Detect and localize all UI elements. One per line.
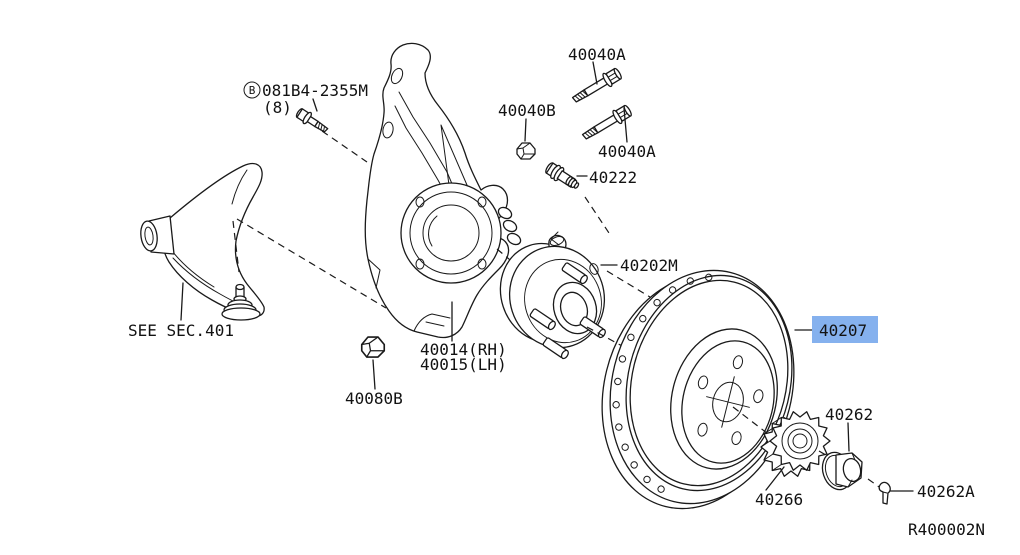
wheel-stud (579, 316, 606, 339)
clip-drawing (878, 481, 891, 505)
leader-lines (180, 61, 914, 492)
stud-holes (697, 355, 764, 446)
see-section-label[interactable]: SEE SEC.401 (128, 321, 234, 340)
assembly-line (236, 218, 387, 309)
vent-slots (612, 273, 713, 493)
steering-knuckle-drawing (364, 42, 522, 339)
wheel-stud (529, 308, 556, 331)
part-label-40080b[interactable]: 40080B (345, 389, 403, 408)
part-label-40040a-upper[interactable]: 40040A (568, 45, 626, 64)
bushing (140, 215, 175, 255)
part-label-081b4[interactable]: 081B4-2355M (262, 81, 368, 100)
bolt-081b4-drawing (295, 108, 329, 133)
part-label-40207[interactable]: 40207 (819, 321, 867, 340)
part-label-40262a[interactable]: 40262A (917, 482, 975, 501)
wheel-stud (542, 337, 569, 360)
bolt-40040a-lower-drawing (581, 104, 632, 140)
part-label-b-prefix: B (249, 84, 256, 97)
bolt-40040a-upper-drawing (571, 67, 622, 103)
wheel-stud (561, 262, 588, 285)
ball-joint-drawing (221, 283, 261, 321)
hub-nut-drawing (821, 451, 863, 491)
lock-washer-drawing (760, 411, 831, 477)
lower-control-arm-drawing (140, 162, 265, 317)
callout-labels: B 081B4-2355M (8) 40040A 40040B 40040A 4… (128, 45, 985, 539)
part-label-40040b[interactable]: 40040B (498, 101, 556, 120)
nut-40040b-drawing (516, 142, 536, 160)
assembly-line (321, 130, 368, 163)
assembly-line (606, 270, 651, 298)
part-label-40040a-lower[interactable]: 40040A (598, 142, 656, 161)
brake-rotor-drawing (601, 269, 795, 510)
hub-bearing-assembly-drawing (499, 231, 606, 360)
assembly-line (232, 220, 240, 273)
part-label-40222[interactable]: 40222 (589, 168, 637, 187)
part-label-40015-lh[interactable]: 40015(LH) (420, 355, 507, 374)
part-label-40014-rh[interactable]: 40014(RH) (420, 340, 507, 359)
assembly-line (584, 196, 610, 234)
nut-40080b-drawing (360, 336, 386, 358)
part-label-40266[interactable]: 40266 (755, 490, 803, 509)
bolt-40222-drawing (545, 162, 580, 189)
assembly-line (732, 406, 777, 441)
part-label-40262[interactable]: 40262 (825, 405, 873, 424)
drawing-ref-code: R400002N (908, 520, 985, 539)
direction-arrow (550, 231, 560, 246)
part-qty-081b4: (8) (263, 98, 292, 117)
circled-b-icon (243, 81, 261, 99)
selected-part-highlight[interactable] (812, 316, 878, 343)
part-label-40202m[interactable]: 40202M (620, 256, 678, 275)
